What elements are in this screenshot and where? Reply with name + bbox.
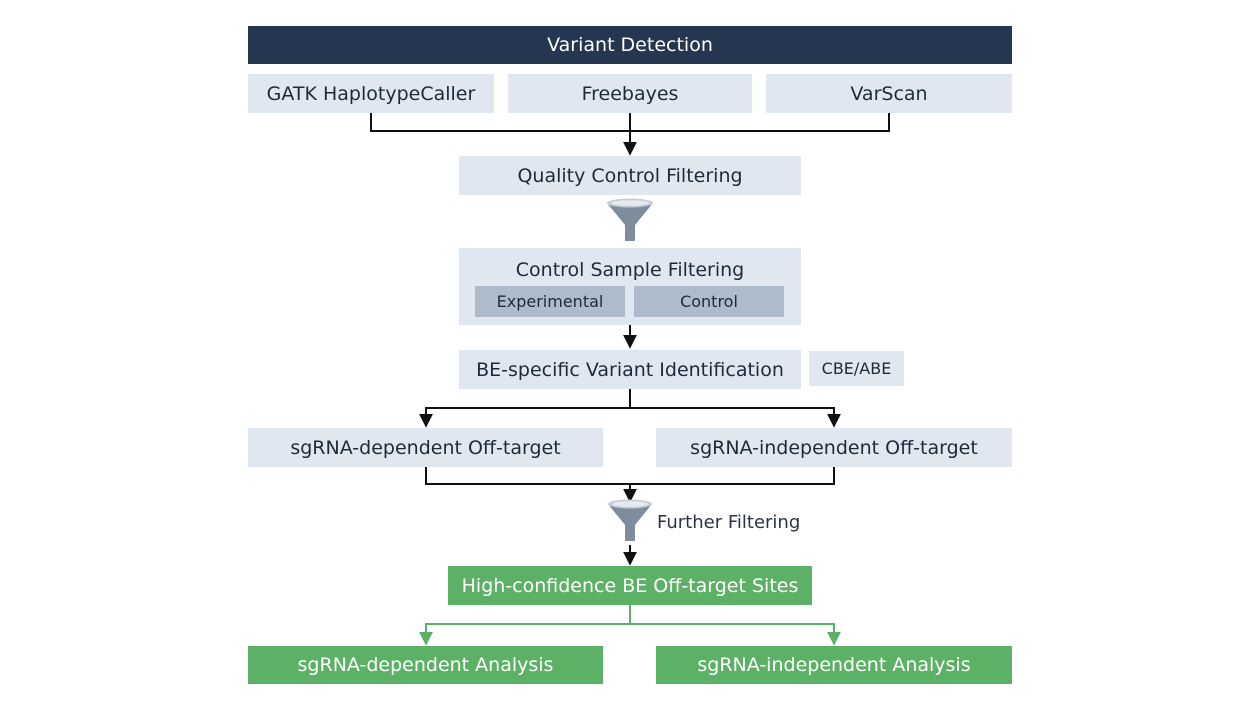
funnel-icon (607, 198, 653, 241)
cbe-abe-tag: CBE/ABE (809, 351, 904, 386)
analysis-dependent-label: sgRNA-dependent Analysis (297, 654, 554, 676)
qc-label: Quality Control Filtering (517, 164, 743, 187)
funnel-icon (608, 499, 652, 541)
cbe-abe-label: CBE/ABE (821, 359, 892, 378)
sgrna-dependent-analysis-box: sgRNA-dependent Analysis (248, 646, 603, 684)
quality-control-box: Quality Control Filtering (459, 156, 801, 195)
sgrna-dependent-offtarget-box: sgRNA-dependent Off-target (248, 428, 603, 467)
analysis-independent-label: sgRNA-independent Analysis (697, 654, 971, 676)
caller-box-freebayes: Freebayes (508, 74, 752, 113)
be-split-connector (419, 389, 841, 428)
offtarget-merge-connector (425, 467, 835, 566)
caller-label: Freebayes (581, 82, 679, 105)
control-label: Control (680, 292, 738, 311)
experimental-label: Experimental (496, 292, 604, 311)
variant-detection-header: Variant Detection (248, 26, 1012, 64)
caller-label: VarScan (850, 82, 928, 105)
offtarget-dependent-label: sgRNA-dependent Off-target (290, 436, 561, 459)
be-variant-box: BE-specific Variant Identification (459, 350, 801, 389)
analysis-split-connector (419, 605, 841, 646)
sgrna-independent-analysis-box: sgRNA-independent Analysis (656, 646, 1012, 684)
control-sample-filtering-panel: Control Sample Filtering Experimental Co… (459, 248, 801, 325)
experimental-box: Experimental (475, 286, 625, 317)
control-box: Control (634, 286, 784, 317)
callers-merge-connector (370, 113, 890, 156)
caller-box-gatk: GATK HaplotypeCaller (248, 74, 494, 113)
high-confidence-label: High-confidence BE Off-target Sites (461, 574, 799, 597)
caller-box-varscan: VarScan (766, 74, 1012, 113)
header-title: Variant Detection (547, 34, 713, 56)
sgrna-independent-offtarget-box: sgRNA-independent Off-target (656, 428, 1012, 467)
offtarget-independent-label: sgRNA-independent Off-target (690, 436, 978, 459)
further-filtering-label: Further Filtering (657, 512, 801, 533)
high-confidence-sites-box: High-confidence BE Off-target Sites (448, 566, 812, 605)
control-filter-title: Control Sample Filtering (515, 259, 745, 281)
be-variant-label: BE-specific Variant Identification (476, 358, 784, 381)
caller-label: GATK HaplotypeCaller (266, 82, 476, 105)
